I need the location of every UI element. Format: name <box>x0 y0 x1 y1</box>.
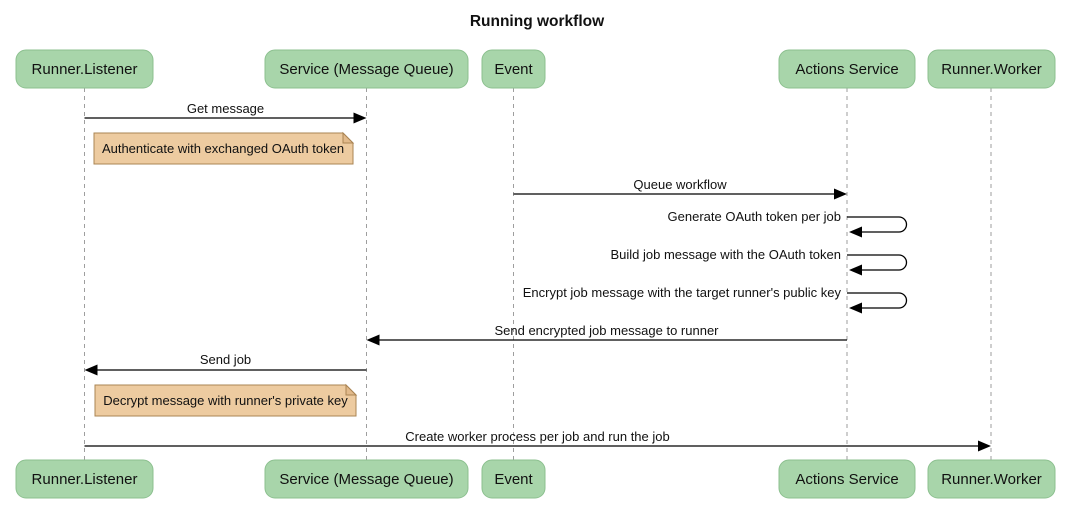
participant-actions-service-bottom: Actions Service <box>778 459 916 499</box>
participant-label: Event <box>494 471 533 488</box>
message-label: Queue workflow <box>633 177 727 192</box>
participant-box <box>778 49 916 89</box>
note-box <box>93 132 354 165</box>
participant-label: Event <box>494 61 533 78</box>
participant-box <box>481 459 546 499</box>
note-decrypt: Decrypt message with runner's private ke… <box>94 383 358 417</box>
diagram-title: Running workflow <box>470 13 605 30</box>
participant-label: Runner.Worker <box>941 471 1042 488</box>
arrowhead-left-icon <box>849 226 862 238</box>
arrowhead-right-icon <box>353 112 367 124</box>
self-loop-line <box>847 254 908 271</box>
message-label: Create worker process per job and run th… <box>405 429 669 444</box>
participant-label: Runner.Listener <box>32 471 138 488</box>
message-create-worker-process: Create worker process per job and run th… <box>84 429 991 452</box>
participant-event-top: Event <box>481 49 546 89</box>
note-label: Decrypt message with runner's private ke… <box>103 393 348 408</box>
note-fold-icon <box>342 131 355 144</box>
message-label: Get message <box>187 101 264 116</box>
message-send-encrypted-job: Send encrypted job message to runner <box>366 323 847 346</box>
participant-box <box>15 459 154 499</box>
participant-label: Runner.Listener <box>32 61 138 78</box>
arrowhead-left-icon <box>849 264 862 276</box>
note-fold-icon <box>345 383 358 396</box>
participant-service-message-queue-top: Service (Message Queue) <box>264 49 469 89</box>
participant-label: Actions Service <box>795 61 898 78</box>
message-label: Send encrypted job message to runner <box>494 323 719 338</box>
participant-actions-service-top: Actions Service <box>778 49 916 89</box>
participant-box <box>264 459 469 499</box>
participant-runner-listener-top: Runner.Listener <box>15 49 154 89</box>
participants-bottom: Runner.Listener Service (Message Queue) … <box>15 459 1056 499</box>
message-encrypt-job-message: Encrypt job message with the target runn… <box>523 285 908 314</box>
message-send-job: Send job <box>84 352 367 376</box>
message-label: Encrypt job message with the target runn… <box>523 285 842 300</box>
participant-runner-worker-bottom: Runner.Worker <box>927 459 1056 499</box>
message-label: Build job message with the OAuth token <box>610 247 841 262</box>
participant-runner-listener-bottom: Runner.Listener <box>15 459 154 499</box>
participant-box <box>15 49 154 89</box>
lifelines <box>84 88 992 460</box>
self-loop-line <box>847 216 908 233</box>
participant-box <box>927 49 1056 89</box>
arrowhead-right-icon <box>978 440 991 452</box>
participant-box <box>927 459 1056 499</box>
message-queue-workflow: Queue workflow <box>513 177 847 200</box>
message-get-message: Get message <box>84 101 367 124</box>
participant-label: Actions Service <box>795 471 898 488</box>
participant-label: Service (Message Queue) <box>279 471 453 488</box>
participant-runner-worker-top: Runner.Worker <box>927 49 1056 89</box>
message-build-job-message: Build job message with the OAuth token <box>610 247 908 276</box>
arrowhead-left-icon <box>84 364 98 376</box>
self-loop-line <box>847 292 908 309</box>
note-box <box>94 384 357 417</box>
participant-box <box>481 49 546 89</box>
participant-box <box>264 49 469 89</box>
note-authenticate: Authenticate with exchanged OAuth token <box>93 131 355 165</box>
participant-label: Runner.Worker <box>941 61 1042 78</box>
participants-top: Runner.Listener Service (Message Queue) … <box>15 49 1056 89</box>
participant-label: Service (Message Queue) <box>279 61 453 78</box>
arrowhead-right-icon <box>834 188 847 200</box>
participant-service-message-queue-bottom: Service (Message Queue) <box>264 459 469 499</box>
participant-event-bottom: Event <box>481 459 546 499</box>
participant-box <box>778 459 916 499</box>
arrowhead-left-icon <box>849 302 862 314</box>
message-label: Generate OAuth token per job <box>668 209 841 224</box>
message-generate-oauth-token: Generate OAuth token per job <box>668 209 908 238</box>
message-label: Send job <box>200 352 251 367</box>
arrowhead-left-icon <box>366 334 380 346</box>
note-label: Authenticate with exchanged OAuth token <box>102 141 344 156</box>
